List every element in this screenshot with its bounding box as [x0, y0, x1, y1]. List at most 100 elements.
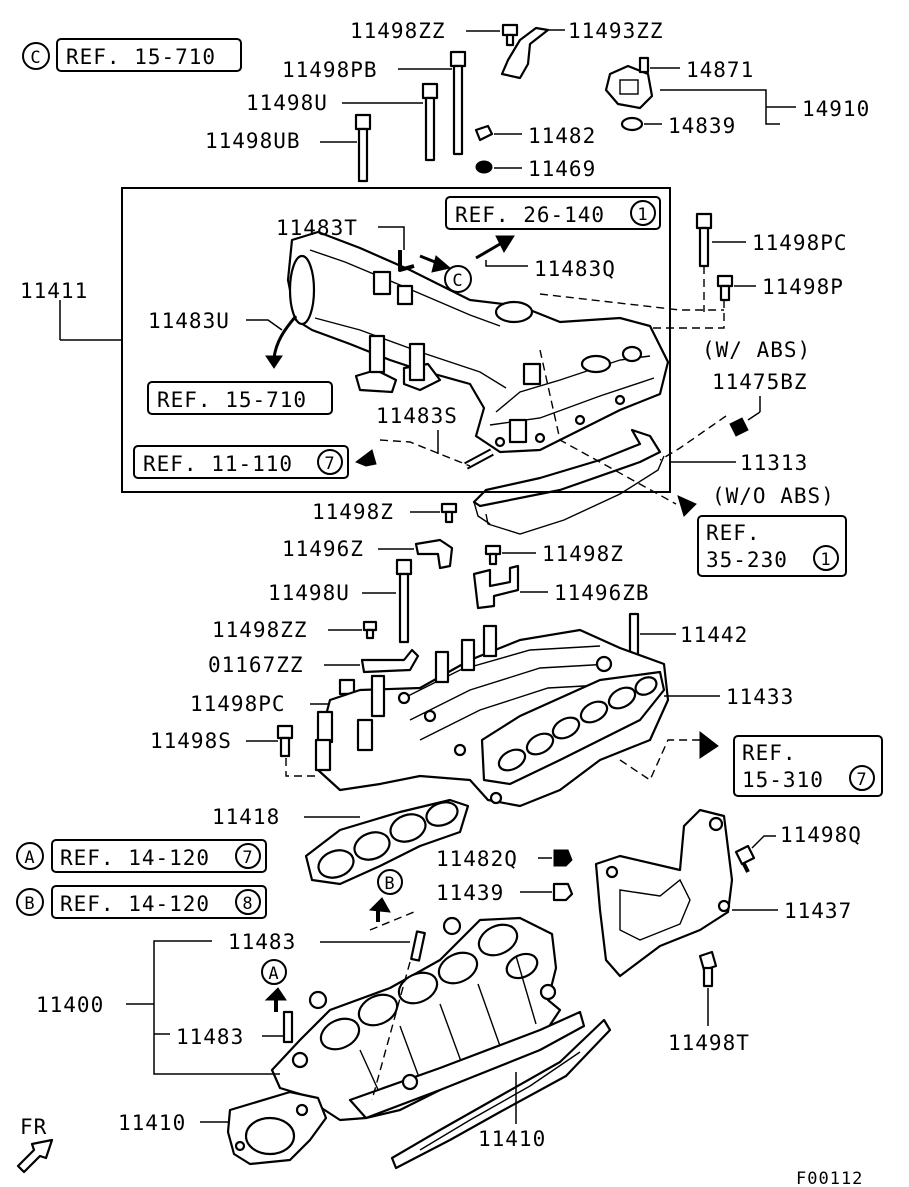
part-11498ZZ-top[interactable]: 11498ZZ: [350, 19, 519, 47]
ref-14-120-b-text: REF. 14-120: [60, 892, 210, 916]
circle-7-label: 7: [324, 454, 335, 474]
part-11498Z-b-bolt[interactable]: 11498Z: [484, 542, 624, 566]
label-14871: 14871: [686, 58, 754, 82]
label-11498T: 11498T: [668, 1031, 750, 1055]
label-11498U-mid: 11498U: [268, 581, 350, 605]
part-11469-nut[interactable]: 11469: [475, 157, 596, 181]
ref-14-120-a-text: REF. 14-120: [60, 846, 210, 870]
part-11410-left-gasket[interactable]: 11410: [118, 1090, 328, 1166]
label-14910: 14910: [802, 97, 870, 121]
ref-35-230-callout[interactable]: (W/O ABS) REF. 35-230 1: [677, 484, 847, 577]
circle-7-label-2: 7: [856, 770, 867, 790]
label-11498PB: 11498PB: [282, 58, 378, 82]
front-arrow-icon: [16, 1138, 54, 1174]
part-11437-stay-bracket[interactable]: 11437: [594, 808, 852, 978]
part-11483S-hose[interactable]: 11483S: [376, 404, 494, 470]
ref-14-120-a-callout[interactable]: A REF. 14-120 7: [16, 839, 267, 873]
part-11498T-bolt[interactable]: 11498T: [668, 950, 750, 1055]
part-11493ZZ-bracket[interactable]: 11493ZZ: [500, 19, 664, 80]
label-11483S: 11483S: [376, 404, 458, 428]
label-11442: 11442: [680, 623, 748, 647]
part-11483-b-plug[interactable]: A 11483: [176, 959, 294, 1049]
ref-35-230-line2: 35-230: [706, 548, 788, 572]
label-11498PC-mid: 11498PC: [190, 692, 286, 716]
part-11313-gasket[interactable]: 11313: [472, 428, 808, 535]
label-11498S: 11498S: [150, 729, 232, 753]
label-11496ZB: 11496ZB: [554, 581, 650, 605]
part-11442-stud[interactable]: 11442: [628, 612, 748, 662]
part-11498ZZ-mid-bolt[interactable]: 11498ZZ: [212, 618, 378, 642]
ref-15-710-top-text: REF. 15-710: [66, 45, 216, 69]
circle-8-label: 8: [242, 894, 253, 914]
part-11418-gasket[interactable]: 11418: [212, 798, 470, 886]
part-14910-sensor-assembly[interactable]: 14871 14839 14910: [604, 56, 870, 138]
ref-14-120-b-callout[interactable]: B REF. 14-120 8: [16, 885, 267, 919]
part-11439-nut[interactable]: 11439: [436, 881, 574, 905]
part-11498PC-top-bolt[interactable]: 11498PC: [695, 212, 848, 268]
ref-26-140-callout[interactable]: REF. 26-140 1: [445, 196, 661, 230]
ref-15-310-callout[interactable]: REF. 15-310 7: [733, 735, 883, 797]
front-label: FR: [20, 1115, 47, 1139]
label-11493ZZ: 11493ZZ: [568, 19, 664, 43]
label-11498P: 11498P: [762, 275, 844, 299]
front-direction-indicator: FR: [16, 1115, 54, 1174]
label-11439: 11439: [436, 881, 504, 905]
label-11483T: 11483T: [276, 216, 358, 240]
part-11498Q-bolt[interactable]: 11498Q: [734, 823, 862, 873]
label-11498PC-top: 11498PC: [752, 231, 848, 255]
label-11433: 11433: [726, 685, 794, 709]
label-11475BZ: 11475BZ: [712, 370, 808, 394]
circle-1-label: 1: [637, 205, 648, 225]
part-11498PB-bolt[interactable]: 11498PB: [282, 50, 467, 156]
label-11498Z-b: 11498Z: [542, 542, 624, 566]
label-11313: 11313: [740, 451, 808, 475]
part-11482-nut[interactable]: 11482: [474, 124, 596, 148]
ref-15-710-mid-callout[interactable]: REF. 15-710: [147, 381, 333, 415]
label-01167ZZ: 01167ZZ: [208, 653, 304, 677]
ref-35-230-line1: REF.: [706, 521, 761, 545]
label-11496Z: 11496Z: [282, 537, 364, 561]
part-11433-intake-plenum[interactable]: 11433: [314, 624, 794, 808]
label-11498ZZ-top: 11498ZZ: [350, 19, 446, 43]
ref-15-310-line2: 15-310: [742, 768, 824, 792]
label-11483Q: 11483Q: [534, 257, 616, 281]
label-11410-bottom: 11410: [478, 1127, 546, 1151]
part-11498P-bolt[interactable]: 11498P: [650, 266, 844, 329]
label-11482Q: 11482Q: [436, 847, 518, 871]
label-11469: 11469: [528, 157, 596, 181]
circle-b-label: B: [24, 894, 35, 914]
note-with-abs: (W/ ABS): [702, 338, 811, 362]
label-11498ZZ-mid: 11498ZZ: [212, 618, 308, 642]
part-01167ZZ-bracket[interactable]: 01167ZZ: [208, 648, 420, 677]
label-14839: 14839: [668, 114, 736, 138]
label-11400: 11400: [36, 993, 104, 1017]
part-11410-bottom-gasket[interactable]: 11410: [390, 1018, 612, 1170]
part-11482Q-nut[interactable]: 11482Q: [436, 847, 573, 871]
part-11496ZB-bracket[interactable]: 11496ZB: [472, 564, 650, 610]
figure-code: F00112: [796, 1169, 863, 1187]
part-11498Z-a-bolt[interactable]: 11498Z: [312, 500, 458, 524]
part-11496Z-bracket[interactable]: 11496Z: [282, 537, 454, 570]
part-11483Q-hose[interactable]: 11483Q: [475, 235, 616, 281]
part-11483-a-plug[interactable]: 11483: [228, 930, 426, 1101]
label-11483U: 11483U: [148, 309, 230, 333]
ref-11-110-callout[interactable]: REF. 11-110 7: [133, 445, 377, 479]
part-11411-upper-manifold-group[interactable]: 11411: [20, 187, 724, 505]
part-11498UB-bolt[interactable]: 11498UB: [205, 113, 372, 183]
ref-15-710-top-callout[interactable]: C REF. 15-710: [22, 38, 242, 72]
part-11498S-bolt[interactable]: 11498S: [150, 724, 320, 777]
ref-26-140-text: REF. 26-140: [455, 203, 605, 227]
part-11498U-top-bolt[interactable]: 11498U: [246, 82, 439, 162]
part-11400-lower-manifold[interactable]: 11400: [36, 916, 586, 1122]
label-11411: 11411: [20, 279, 88, 303]
label-11483-b: 11483: [176, 1025, 244, 1049]
part-11475BZ-plug[interactable]: (W/ ABS) 11475BZ: [659, 338, 811, 461]
part-11483T-hose[interactable]: 11483T C: [276, 216, 472, 293]
label-11410-left: 11410: [118, 1111, 186, 1135]
circle-1-label-2: 1: [820, 550, 831, 570]
part-11498U-mid-bolt[interactable]: 11498U: [268, 558, 413, 644]
label-11498U-top: 11498U: [246, 91, 328, 115]
part-11483U-hose[interactable]: 11483U: [148, 309, 298, 369]
label-11482: 11482: [528, 124, 596, 148]
